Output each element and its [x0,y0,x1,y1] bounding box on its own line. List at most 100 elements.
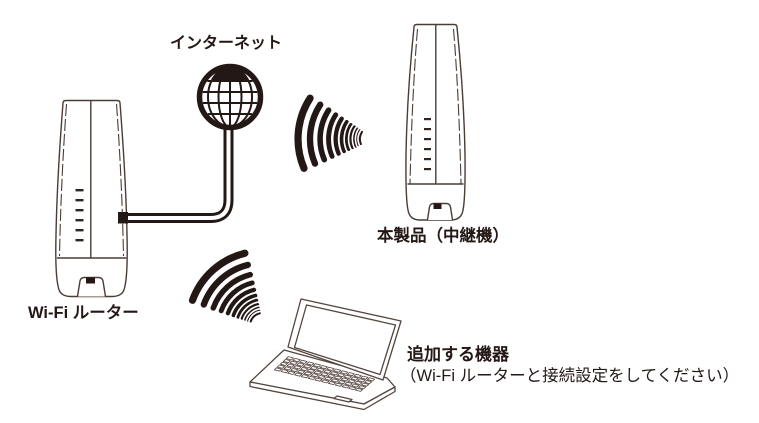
laptop-latch [333,395,353,403]
laptop-key [333,368,342,373]
laptop-key [292,357,301,363]
wifi-wave-arc [210,271,253,311]
wifi-wave-arc [349,125,356,150]
wifi-wave-arc [326,112,339,159]
laptop-key [355,387,364,392]
laptop-key [312,363,322,368]
laptop-key [313,370,322,375]
laptop-key [348,386,357,391]
laptop-key [324,376,333,381]
laptop-key [333,375,343,380]
wifi-wave-arc [339,120,349,154]
laptop-key [287,370,296,375]
laptop-key [330,378,340,383]
wifi-wave-arc [317,107,332,163]
laptop-key [286,363,295,368]
wifi-wave-arc [244,306,260,321]
laptop-key [341,384,350,389]
laptop-icon [249,298,402,411]
laptop-key [340,377,349,382]
laptop-key [337,380,346,385]
wifi-wave-arc [344,123,353,151]
laptop-key [327,373,336,379]
laptop-key [280,369,289,374]
laptop-key [306,368,316,373]
router-led-lights [75,189,84,242]
wifi-wave-arc [218,280,255,314]
wifi-wave-arc [231,293,258,318]
laptop-key [330,371,339,376]
laptop-key [346,372,355,377]
laptop-key [314,377,323,382]
laptop-key [364,379,373,385]
laptop-key [276,364,285,369]
client-device-note: （Wi-Fi ルーターと接続設定をしてください） [400,367,740,385]
laptop-key [353,373,362,378]
laptop-key [351,383,360,388]
laptop-key [296,362,305,367]
globe-icon [196,63,264,131]
wifi-wave-arc [333,116,344,156]
laptop-key [289,360,298,365]
wifi-wave-arc [188,249,249,304]
repeater-led-lights [424,118,431,171]
client-device-label: 追加する機器 [407,345,509,364]
wifi-waves-icon [292,93,365,174]
repeater-tower-icon [405,23,466,221]
laptop-key [357,378,366,383]
laptop-key [334,382,343,387]
laptop-key [323,369,332,374]
laptop-key [306,361,315,366]
laptop-key [339,370,349,375]
laptop-key [320,372,329,377]
wifi-wave-arc [294,94,314,172]
laptop-key [344,381,353,386]
laptop-key [317,374,326,379]
laptop-key [307,375,316,380]
laptop-base-front [249,381,396,411]
laptop-key [343,374,352,379]
wifi-wave-arc [358,130,364,146]
lan-cable [123,126,234,223]
laptop-key [273,367,282,372]
laptop-display [293,304,397,376]
laptop-key [326,366,335,371]
laptop-key [285,356,294,361]
laptop-key [290,368,299,373]
router-label: Wi-Fi ルーター [28,304,139,322]
laptop-key [361,382,370,387]
laptop-keyboard [273,356,376,392]
laptop-key [293,365,302,370]
repeater-label: 本製品（中継機） [377,227,509,245]
laptop-key [300,366,309,372]
wifi-wave-arc [353,127,359,148]
laptop-key [297,369,306,374]
laptop-key [350,376,359,381]
laptop-key [283,366,292,371]
laptop-key [282,358,291,364]
laptop-key [279,361,288,366]
laptop-key [299,359,308,364]
laptop-key [309,365,319,371]
laptop-key [310,373,319,378]
laptop-key [336,372,346,378]
laptop-key [367,377,376,382]
laptop-key [321,379,330,384]
laptop-key [327,381,337,386]
wifi-wave-arc [240,303,260,320]
laptop-key [316,367,325,372]
laptop-key [300,374,310,379]
laptop-key [294,372,303,377]
internet-label: インターネット [170,35,283,52]
laptop-key [360,375,369,380]
laptop-key [358,385,367,390]
laptop-key [303,364,312,369]
wifi-wave-arc [306,101,324,167]
wifi-wave-arc [200,261,251,308]
laptop-key [354,380,363,385]
wifi-wave-arc [249,312,261,323]
laptop-key [303,371,313,376]
wifi-waves-icon [187,248,263,325]
